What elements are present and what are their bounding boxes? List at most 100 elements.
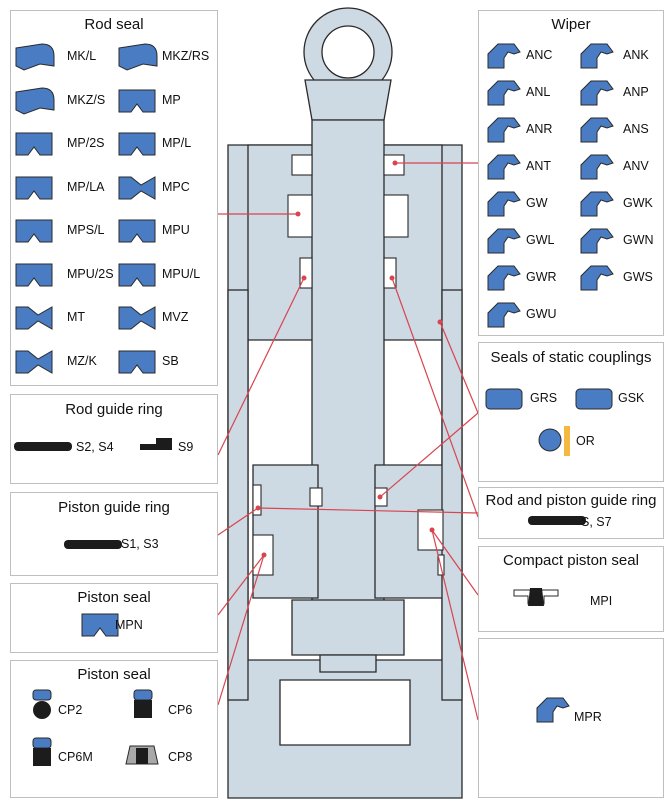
piston-seal-label-cp6m: CP6M: [58, 750, 93, 764]
piston-seal-label-mpn: MPN: [115, 618, 143, 632]
static-or-icon: [538, 426, 570, 456]
rod-seal-label-1: MKZ/RS: [162, 49, 210, 63]
rod-seal-mp-la-icon: [15, 176, 53, 199]
rod-seal-label-7: MPC: [162, 179, 190, 194]
rod-seal-mk-l-icon: [15, 43, 55, 71]
static-couplings-panel: Seals of static couplings: [478, 342, 664, 482]
rod-seal-label-15: SB: [162, 353, 179, 368]
piston-seal-title-1: Piston seal: [77, 589, 151, 606]
rod-seal-mp-l-icon: [118, 132, 156, 156]
static-label-0: GRS: [530, 391, 558, 405]
rod-seal-label-4: MP/2S: [67, 136, 105, 150]
rod-seal-label-14: MZ/K: [67, 353, 97, 368]
rod-guide-ring-s9-icon: [140, 438, 172, 450]
wiper-label-2: ANL: [526, 85, 551, 99]
rod-eye-hole: [321, 25, 375, 79]
piston-seal-panel-2: Piston seal: [10, 660, 218, 798]
wiper-gwr-icon: [487, 265, 521, 291]
wiper-label-1: ANK: [623, 48, 649, 62]
static-label-2: OR: [576, 434, 595, 448]
rod-seal-mpu-2s-icon: [15, 263, 53, 286]
mpr-label: MPR: [574, 710, 602, 724]
piston: [252, 464, 319, 599]
wiper-gwl-icon: [487, 228, 521, 254]
piston-seal-label-cp2: CP2: [58, 703, 83, 717]
wiper-label-11: GWN: [623, 233, 654, 247]
piston-guide-ring-panel: Piston guide ring: [10, 492, 218, 576]
rod-guide-ring-label-0: S2, S4: [76, 440, 114, 454]
piston-seal-cp8-icon: [125, 745, 159, 765]
bottom-chamber: [279, 679, 411, 746]
compact-piston-seal-panel: Compact piston seal: [478, 546, 664, 632]
rod-piston-guide-ring-label-0: S, S7: [581, 515, 612, 529]
rod-seal-label-3: MP: [162, 92, 181, 107]
eye-neck: [304, 79, 392, 121]
wiper-gwk-icon: [580, 191, 614, 217]
rod-guide-ring-title: Rod guide ring: [65, 401, 163, 418]
piston-guide-ring-title: Piston guide ring: [58, 499, 170, 516]
rod-seal-label-10: MPU/2S: [67, 266, 114, 281]
wiper-anp-icon: [580, 80, 614, 106]
rod-seal-mp-icon: [118, 89, 156, 112]
rod-seal-label-11: MPU/L: [162, 266, 201, 281]
wiper-anr-icon: [487, 117, 521, 143]
piston-seal-label-cp8: CP8: [168, 750, 193, 764]
wiper-label-4: ANR: [526, 122, 553, 136]
rod-piston-guide-ring-s-icon: [528, 516, 586, 525]
piston-seal-cp6-icon: [133, 689, 153, 718]
rod-seal-sb-icon: [118, 350, 156, 373]
rod-seal-label-13: MVZ: [162, 310, 189, 324]
rod-seal-mt-icon: [15, 306, 53, 330]
static-grs-icon: [485, 388, 523, 410]
rod-seal-label-5: MP/L: [162, 136, 192, 150]
rod-seal-title: Rod seal: [84, 16, 144, 33]
rod-seal-mps-l-icon: [15, 219, 53, 243]
wiper-ant-icon: [487, 154, 521, 180]
wiper-label-3: ANP: [623, 85, 649, 99]
compact-piston-seal-label-mpi: MPI: [590, 594, 613, 608]
wiper-label-6: ANT: [526, 159, 551, 173]
rod-guide-ring-panel: Rod guide ring: [10, 394, 218, 484]
wiper-label-5: ANS: [623, 122, 649, 136]
wiper-label-7: ANV: [623, 159, 649, 173]
rod-seal-label-8: MPS/L: [67, 223, 105, 237]
wiper-ans-icon: [580, 117, 614, 143]
rod-seal-label-6: MP/LA: [67, 179, 105, 194]
wiper-label-8: GW: [526, 196, 548, 210]
rod-piston-guide-ring-title: Rod and piston guide ring: [485, 492, 657, 509]
wiper-gws-icon: [580, 265, 614, 291]
piston-rod: [311, 119, 385, 651]
wiper-label-13: GWS: [623, 270, 653, 284]
rod-piston-guide-ring-panel: Rod and piston guide ring: [478, 487, 664, 539]
rod-seal-mp-2s-icon: [15, 132, 53, 156]
piston-seal-mpr-icon: [536, 697, 570, 723]
wiper-gwn-icon: [580, 228, 614, 254]
piston-seal-title-2: Piston seal: [77, 666, 151, 683]
rod-seal-label-9: MPU: [162, 223, 190, 237]
wiper-panel: Wiper: [478, 10, 664, 336]
static-couplings-title: Seals of static couplings: [490, 349, 652, 366]
wiper-label-14: GWU: [526, 307, 557, 321]
wiper-label-12: GWR: [526, 270, 557, 284]
rod-seal-mz-k-icon: [15, 349, 53, 374]
rod-seal-label-2: MKZ/S: [67, 92, 106, 107]
rod-guide-ring-s2-icon: [14, 442, 72, 451]
rod-seal-mkz-s-icon: [15, 86, 55, 115]
rod-guide-ring-label-1: S9: [178, 440, 194, 454]
compact-piston-seal-title: Compact piston seal: [503, 552, 639, 569]
static-gsk-icon: [575, 388, 613, 410]
wiper-anv-icon: [580, 154, 614, 180]
piston-seal-cp2-icon: [32, 689, 52, 719]
piston-seal-mpn-icon: [81, 613, 119, 637]
wiper-label-0: ANC: [526, 48, 553, 62]
wiper-ank-icon: [580, 43, 614, 69]
piston-seal-cp6m-icon: [32, 737, 52, 766]
wiper-gw-icon: [487, 191, 521, 217]
wiper-label-10: GWL: [526, 233, 555, 247]
rod-seal-mpu-l-icon: [118, 263, 156, 286]
wiper-title: Wiper: [551, 16, 591, 33]
mpr-panel: [478, 638, 664, 798]
rod-seal-label-12: MT: [67, 310, 86, 324]
rod-nut: [291, 599, 405, 656]
